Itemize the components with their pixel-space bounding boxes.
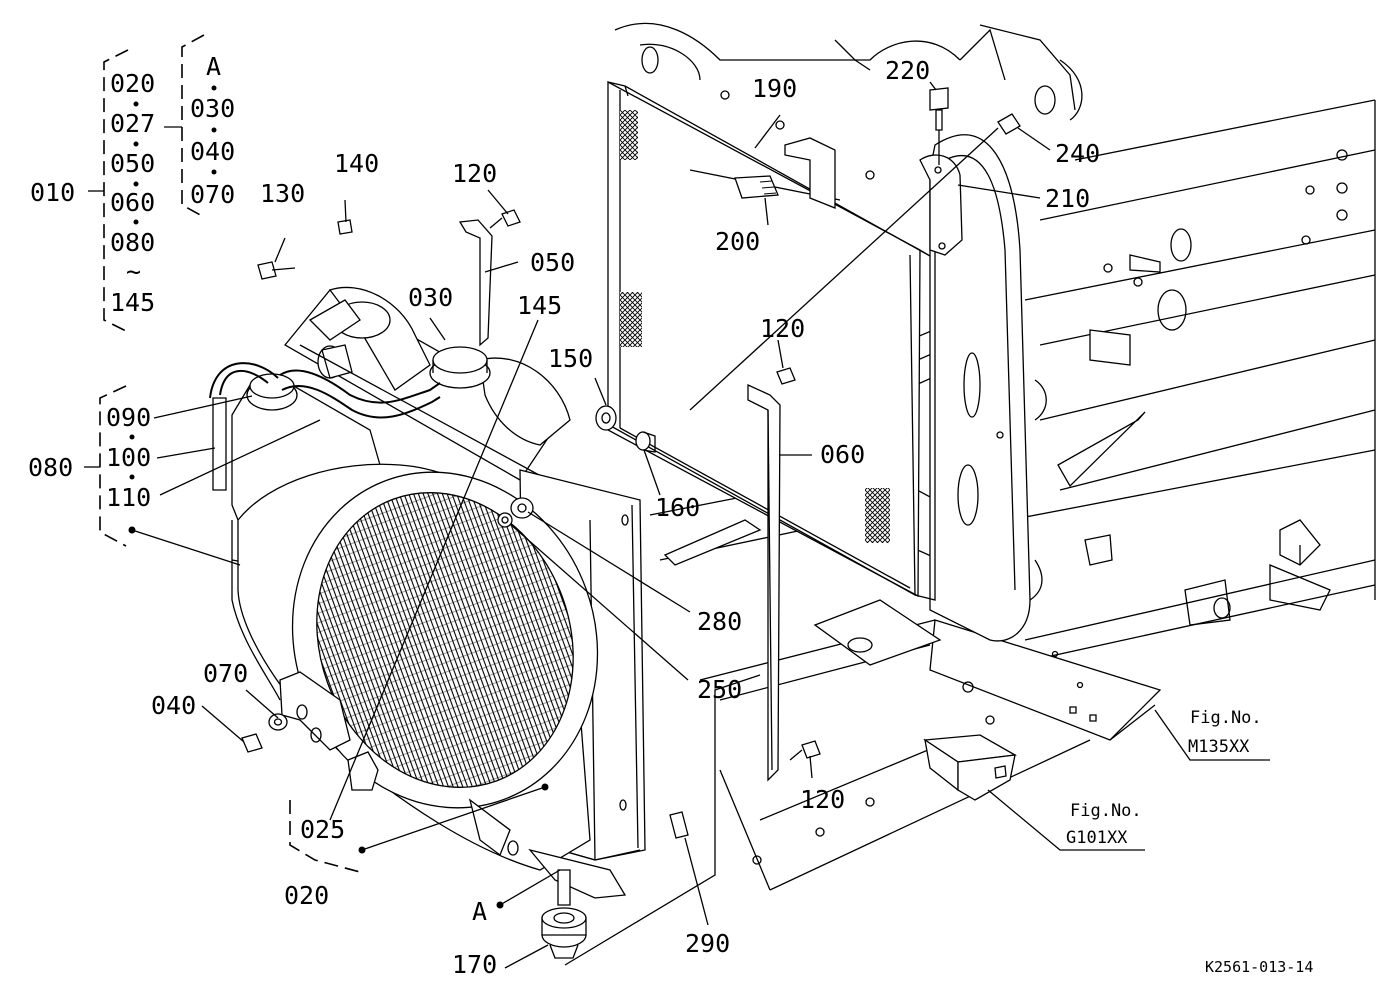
group-080-member: 100 (106, 443, 151, 472)
washer-250 (497, 512, 513, 528)
washer-070 (268, 713, 288, 731)
group-010-member: 050 (110, 149, 155, 178)
front-weight-g101xx (923, 734, 1018, 801)
bolt-120-upper (489, 209, 521, 229)
bolt-120-middle (776, 367, 796, 385)
label-120-lower: 120 (800, 785, 845, 814)
label-070: 070 (203, 659, 248, 688)
figure-ref-code: G101XX (1066, 828, 1128, 848)
bolt-120-lower (789, 740, 821, 761)
figure-ref-title: Fig.No. (1070, 801, 1142, 821)
group-brackets (84, 34, 361, 873)
group-080: 080 090 100 110 (28, 403, 151, 512)
label-145: 145 (517, 291, 562, 320)
group-010: 010 020 027 050 060 080 ~ 145 A 030 040 … (30, 52, 235, 317)
label-210: 210 (1045, 184, 1090, 213)
group-010-member: 027 (110, 109, 155, 138)
label-220: 220 (885, 56, 930, 85)
group-080-label: 080 (28, 453, 73, 482)
group-member-dots (129, 85, 217, 480)
label-170: 170 (452, 950, 497, 979)
bolt-240 (984, 113, 1021, 141)
nut-140 (337, 219, 353, 235)
hose-100 (219, 370, 269, 396)
group-010-member: 020 (110, 69, 155, 98)
label-190: 190 (752, 74, 797, 103)
group-010-range-mark: ~ (126, 257, 141, 286)
leader-lines (131, 81, 1270, 969)
label-050: 050 (530, 248, 575, 277)
label-150: 150 (548, 344, 593, 373)
group-A-member: 070 (190, 180, 235, 209)
bolt-130 (257, 261, 296, 280)
label-030: 030 (408, 283, 453, 312)
stay-060 (747, 383, 781, 782)
stay-050 (458, 219, 493, 347)
hose-110-edge (281, 385, 441, 419)
label-120-upper: 120 (452, 159, 497, 188)
group-080-member: 090 (106, 403, 151, 432)
leader-dots (128, 526, 549, 909)
part-labels: 120 120 120 130 140 050 030 145 150 160 … (151, 56, 1100, 979)
group-010-member: 145 (110, 288, 155, 317)
label-280: 280 (697, 607, 742, 636)
rubber-mount-170 (541, 869, 587, 959)
group-080-member: 110 (106, 483, 151, 512)
radiator-lower-bracket (279, 671, 627, 899)
document-code: K2561-013-14 (1205, 958, 1313, 976)
washer-280 (510, 497, 534, 519)
radiator-cap-030 (429, 346, 491, 389)
hose-110 (279, 369, 441, 404)
hose-100-edge (209, 362, 279, 399)
fan-shroud (237, 463, 599, 871)
figure-ref-g101xx: Fig.No. G101XX (1066, 801, 1142, 848)
label-040: 040 (151, 691, 196, 720)
group-010-label: 010 (30, 178, 75, 207)
label-160: 160 (655, 493, 700, 522)
label-290: 290 (685, 929, 730, 958)
label-140: 140 (334, 149, 379, 178)
bolt-220 (929, 87, 949, 165)
label-130: 130 (260, 179, 305, 208)
label-025: 025 (300, 815, 345, 844)
collar-160 (635, 431, 656, 453)
tractor-frame (614, 22, 1376, 891)
group-A-label: A (206, 52, 221, 81)
bolt-040 (241, 733, 263, 753)
label-A: A (472, 897, 487, 926)
grommet-150 (595, 405, 617, 431)
label-200: 200 (715, 227, 760, 256)
label-250: 250 (697, 675, 742, 704)
figure-ref-m135xx: Fig.No. M135XX (1188, 708, 1262, 757)
figure-ref-code: M135XX (1188, 737, 1250, 757)
group-010-member: 080 (110, 228, 155, 257)
group-A-member: 030 (190, 94, 235, 123)
clip-290 (669, 811, 689, 839)
plate-bracket-190 (784, 137, 836, 209)
group-010-member: 060 (110, 188, 155, 217)
stay-210 (919, 154, 963, 256)
label-240: 240 (1055, 139, 1100, 168)
group-A-member: 040 (190, 137, 235, 166)
radiator-baffle-plate (599, 80, 936, 601)
label-020: 020 (284, 881, 329, 910)
figure-ref-title: Fig.No. (1190, 708, 1262, 728)
label-120-middle: 120 (760, 314, 805, 343)
label-060: 060 (820, 440, 865, 469)
